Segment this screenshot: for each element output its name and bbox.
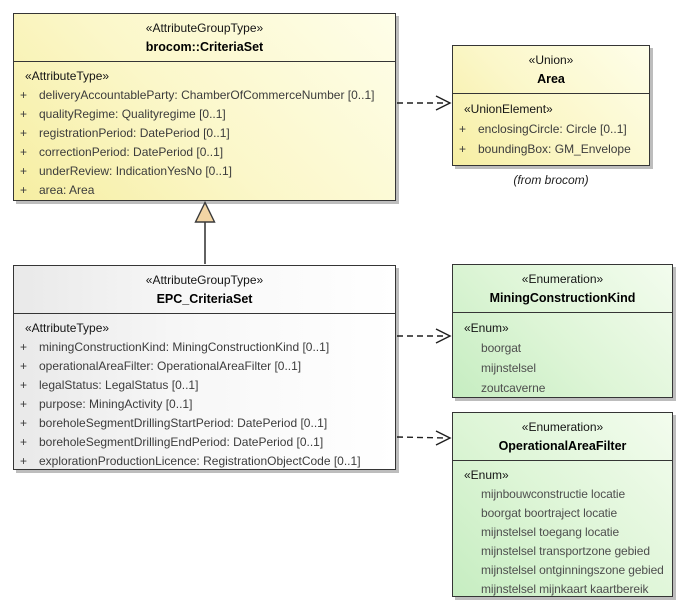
class-name: EPC_CriteriaSet [156,292,253,306]
attribute-text: legalStatus: LegalStatus [0..1] [39,378,199,392]
attribute-text: deliveryAccountableParty: ChamberOfComme… [39,88,375,102]
attribute-text: registrationPeriod: DatePeriod [0..1] [39,126,230,140]
attribute-text: explorationProductionLicence: Registrati… [39,454,361,468]
class-header: «Enumeration» MiningConstructionKind [453,265,672,313]
class-name: brocom::CriteriaSet [145,40,264,54]
enum-value: mijnstelsel [481,361,536,375]
open-arrowhead-icon [435,430,452,446]
attribute-row: + registrationPeriod: DatePeriod [0..1] [14,124,395,143]
enum-value: mijnbouwconstructie locatie [481,487,626,501]
attribute-row: + miningConstructionKind: MiningConstruct… [14,338,395,357]
attribute-compartment: «AttributeType» + deliveryAccountablePart… [14,62,395,200]
attribute-row: + purpose: MiningActivity [0..1] [14,395,395,414]
attribute-row: + correctionPeriod: DatePeriod [0..1] [14,143,395,162]
attribute-text: qualityRegime: Qualityregime [0..1] [39,107,226,121]
generalization-arrow [194,200,216,264]
visibility-marker: + [20,107,28,121]
attribute-row: + boreholeSegmentDrillingEndPeriod: DateP… [14,433,395,452]
class-epc-criteriaset: «AttributeGroupType» EPC_CriteriaSet «At… [13,265,396,470]
attribute-text: operationalAreaFilter: OperationalAreaFi… [39,359,302,373]
visibility-marker: + [20,126,28,140]
attribute-row: + enclosingCircle: Circle [0..1] [453,119,649,139]
attribute-row: + legalStatus: LegalStatus [0..1] [14,376,395,395]
class-area: «Union» Area «UnionElement» + enclosingCi… [452,45,650,166]
visibility-marker: + [20,164,28,178]
open-arrowhead-icon [435,328,452,344]
enum-value: zoutcaverne [481,381,546,395]
visibility-marker: + [20,416,28,430]
class-header: «Enumeration» OperationalAreaFilter [453,413,672,461]
section-label: «AttributeType» [25,69,110,83]
visibility-marker: + [20,435,28,449]
attribute-text: correctionPeriod: DatePeriod [0..1] [39,145,224,159]
class-name: OperationalAreaFilter [498,439,627,453]
visibility-marker: + [459,122,467,136]
attribute-compartment: «AttributeType» + miningConstructionKind:… [14,314,395,471]
visibility-marker: + [20,359,28,373]
enum-value: mijnstelsel toegang locatie [481,525,620,539]
attribute-row: + underReview: IndicationYesNo [0..1] [14,162,395,181]
class-header: «Union» Area [453,46,649,94]
class-name: MiningConstructionKind [489,291,636,305]
section-label: «AttributeType» [25,321,110,335]
visibility-marker: + [20,397,28,411]
attribute-compartment: «UnionElement» + enclosingCircle: Circle … [453,94,649,159]
enum-value: mijnstelsel transportzone gebied [481,544,650,558]
attribute-text: purpose: MiningActivity [0..1] [39,397,193,411]
visibility-marker: + [20,145,28,159]
dependency-arrow-area [397,95,452,111]
enumeration-miningconstructionkind: «Enumeration» MiningConstructionKind «En… [452,264,673,398]
attribute-row: + deliveryAccountableParty: ChamberOfComm… [14,86,395,105]
visibility-marker: + [20,183,28,197]
visibility-marker: + [459,142,467,156]
attribute-row: + boreholeSegmentDrillingStartPeriod: Dat… [14,414,395,433]
attribute-row: + area: Area [14,181,395,200]
stereotype-label: «AttributeGroupType» [145,273,264,287]
stereotype-label: «Union» [528,53,574,67]
attribute-row: + operationalAreaFilter: OperationalAreaF… [14,357,395,376]
visibility-marker: + [20,378,28,392]
attribute-text: boreholeSegmentDrillingStartPeriod: Date… [39,416,328,430]
enum-value: boorgat boortraject locatie [481,506,618,520]
attribute-text: miningConstructionKind: MiningConstructi… [39,340,330,354]
origin-note: (from brocom) [513,173,589,187]
enum-value: boorgat [481,341,521,355]
open-arrowhead-icon [435,95,452,111]
dependency-arrow-operationalareafilter [396,430,452,446]
section-label: «Enum» [464,321,509,335]
attribute-row: + qualityRegime: Qualityregime [0..1] [14,105,395,124]
attribute-row: + explorationProductionLicence: Registrat… [14,452,395,471]
attribute-text: underReview: IndicationYesNo [0..1] [39,164,233,178]
enumeration-operationalareafilter: «Enumeration» OperationalAreaFilter «Enu… [452,412,673,597]
attribute-text: enclosingCircle: Circle [0..1] [478,122,627,136]
visibility-marker: + [20,340,28,354]
class-header: «AttributeGroupType» EPC_CriteriaSet [14,266,395,314]
stereotype-label: «AttributeGroupType» [145,21,264,35]
visibility-marker: + [20,88,28,102]
dependency-arrow-miningconstructionkind [397,328,452,344]
class-header: «AttributeGroupType» brocom::CriteriaSet [14,14,395,62]
enum-value: mijnstelsel ontginningszone gebied [481,563,664,577]
generalization-triangle-icon [194,200,216,223]
visibility-marker: + [20,454,28,468]
class-name: Area [537,72,565,86]
enum-compartment: «Enum» mijnbouwconstructie locatie boorg… [453,461,672,599]
section-label: «Enum» [464,468,509,482]
section-label: «UnionElement» [464,102,553,116]
attribute-row: + boundingBox: GM_Envelope [453,139,649,159]
enum-compartment: «Enum» boorgat mijnstelsel zoutcaverne [453,313,672,398]
stereotype-label: «Enumeration» [521,272,604,286]
stereotype-label: «Enumeration» [521,420,604,434]
attribute-text: area: Area [39,183,95,197]
attribute-text: boreholeSegmentDrillingEndPeriod: DatePe… [39,435,324,449]
class-brocom-criteriaset: «AttributeGroupType» brocom::CriteriaSet… [13,13,396,201]
enum-value: mijnstelsel mijnkaart kaartbereik [481,582,649,596]
attribute-text: boundingBox: GM_Envelope [478,142,631,156]
